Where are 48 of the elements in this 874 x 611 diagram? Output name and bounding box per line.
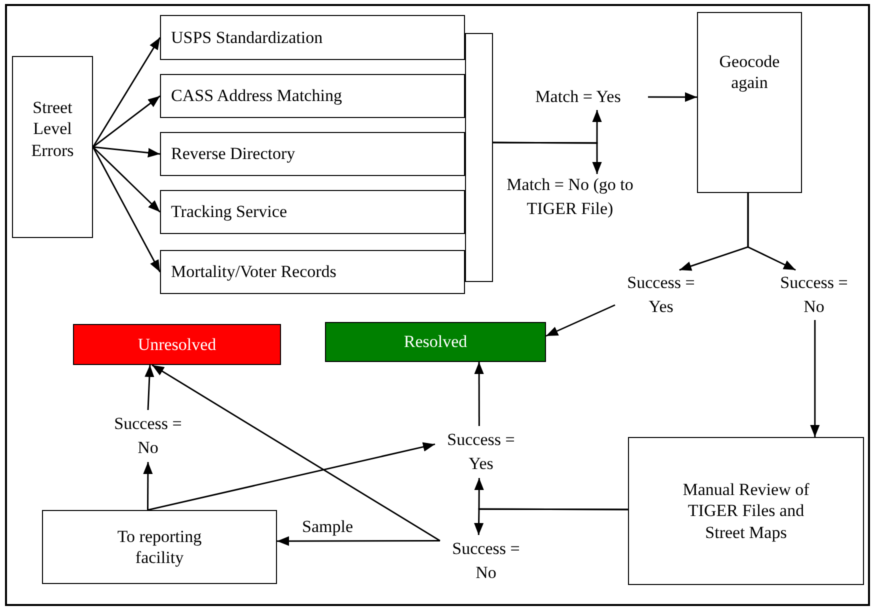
arrow xyxy=(92,95,160,148)
arrow xyxy=(648,92,697,102)
condition-label: Success = No xyxy=(768,270,860,320)
process-box xyxy=(42,510,277,584)
arrow xyxy=(92,146,161,213)
process-box xyxy=(12,56,93,238)
condition-label: Match = No (go to TIGER File) xyxy=(490,174,650,220)
process-box xyxy=(160,190,465,234)
condition-label: Match = Yes xyxy=(508,84,648,110)
condition-label: Success = No xyxy=(102,410,194,462)
box-label: Unresolved xyxy=(138,334,216,356)
box-label: Reverse Directory xyxy=(171,143,296,165)
process-box xyxy=(160,132,465,176)
condition-label: Success = Yes xyxy=(435,426,527,478)
process-box xyxy=(160,74,465,118)
arrow xyxy=(277,536,440,546)
arrow xyxy=(546,304,616,337)
arrow xyxy=(474,508,628,536)
process-box xyxy=(697,12,802,193)
box-label: To reporting facility xyxy=(116,526,203,568)
box-label: USPS Standardization xyxy=(171,26,323,48)
process-box xyxy=(160,250,465,294)
status-box xyxy=(73,324,281,365)
arrow xyxy=(747,193,796,271)
arrow xyxy=(493,142,602,174)
arrow xyxy=(92,37,161,148)
box-label: CASS Address Matching xyxy=(171,85,342,107)
box-label: Geocode again xyxy=(718,51,781,94)
bracket-box xyxy=(465,33,493,282)
arrow xyxy=(92,146,161,272)
condition-label: Success = No xyxy=(440,535,532,587)
arrow xyxy=(143,462,153,510)
arrow xyxy=(810,320,820,437)
edge-label: Sample xyxy=(300,517,355,537)
status-box xyxy=(325,322,546,362)
arrow xyxy=(152,364,440,542)
box-label: Resolved xyxy=(404,331,468,353)
arrow xyxy=(144,364,154,410)
box-label: Manual Review of TIGER Files and Street Maps xyxy=(682,479,810,543)
condition-label: Success = Yes xyxy=(615,270,707,320)
arrow xyxy=(474,362,484,426)
process-box xyxy=(628,437,864,585)
box-label: Mortality/Voter Records xyxy=(171,261,336,283)
process-box xyxy=(160,15,465,60)
arrow xyxy=(92,146,160,158)
box-label: Street Level Errors xyxy=(30,97,75,161)
arrow xyxy=(148,442,436,511)
box-label: Tracking Service xyxy=(171,201,287,223)
